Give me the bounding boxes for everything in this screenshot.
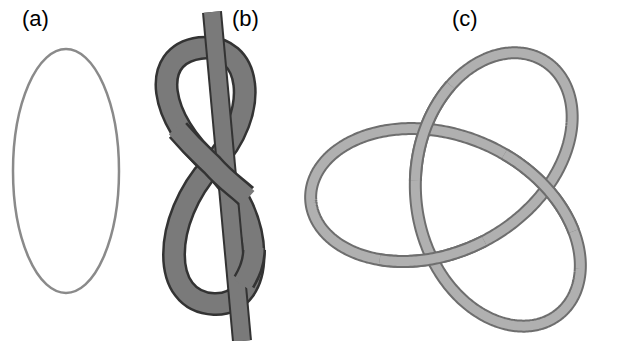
unknot-loop xyxy=(13,49,119,293)
trefoil-knot xyxy=(311,53,581,326)
panel-label: (a) xyxy=(22,8,49,30)
band-knot xyxy=(166,12,254,341)
panel-label: (b) xyxy=(232,8,259,30)
panel-label: (c) xyxy=(452,8,478,30)
